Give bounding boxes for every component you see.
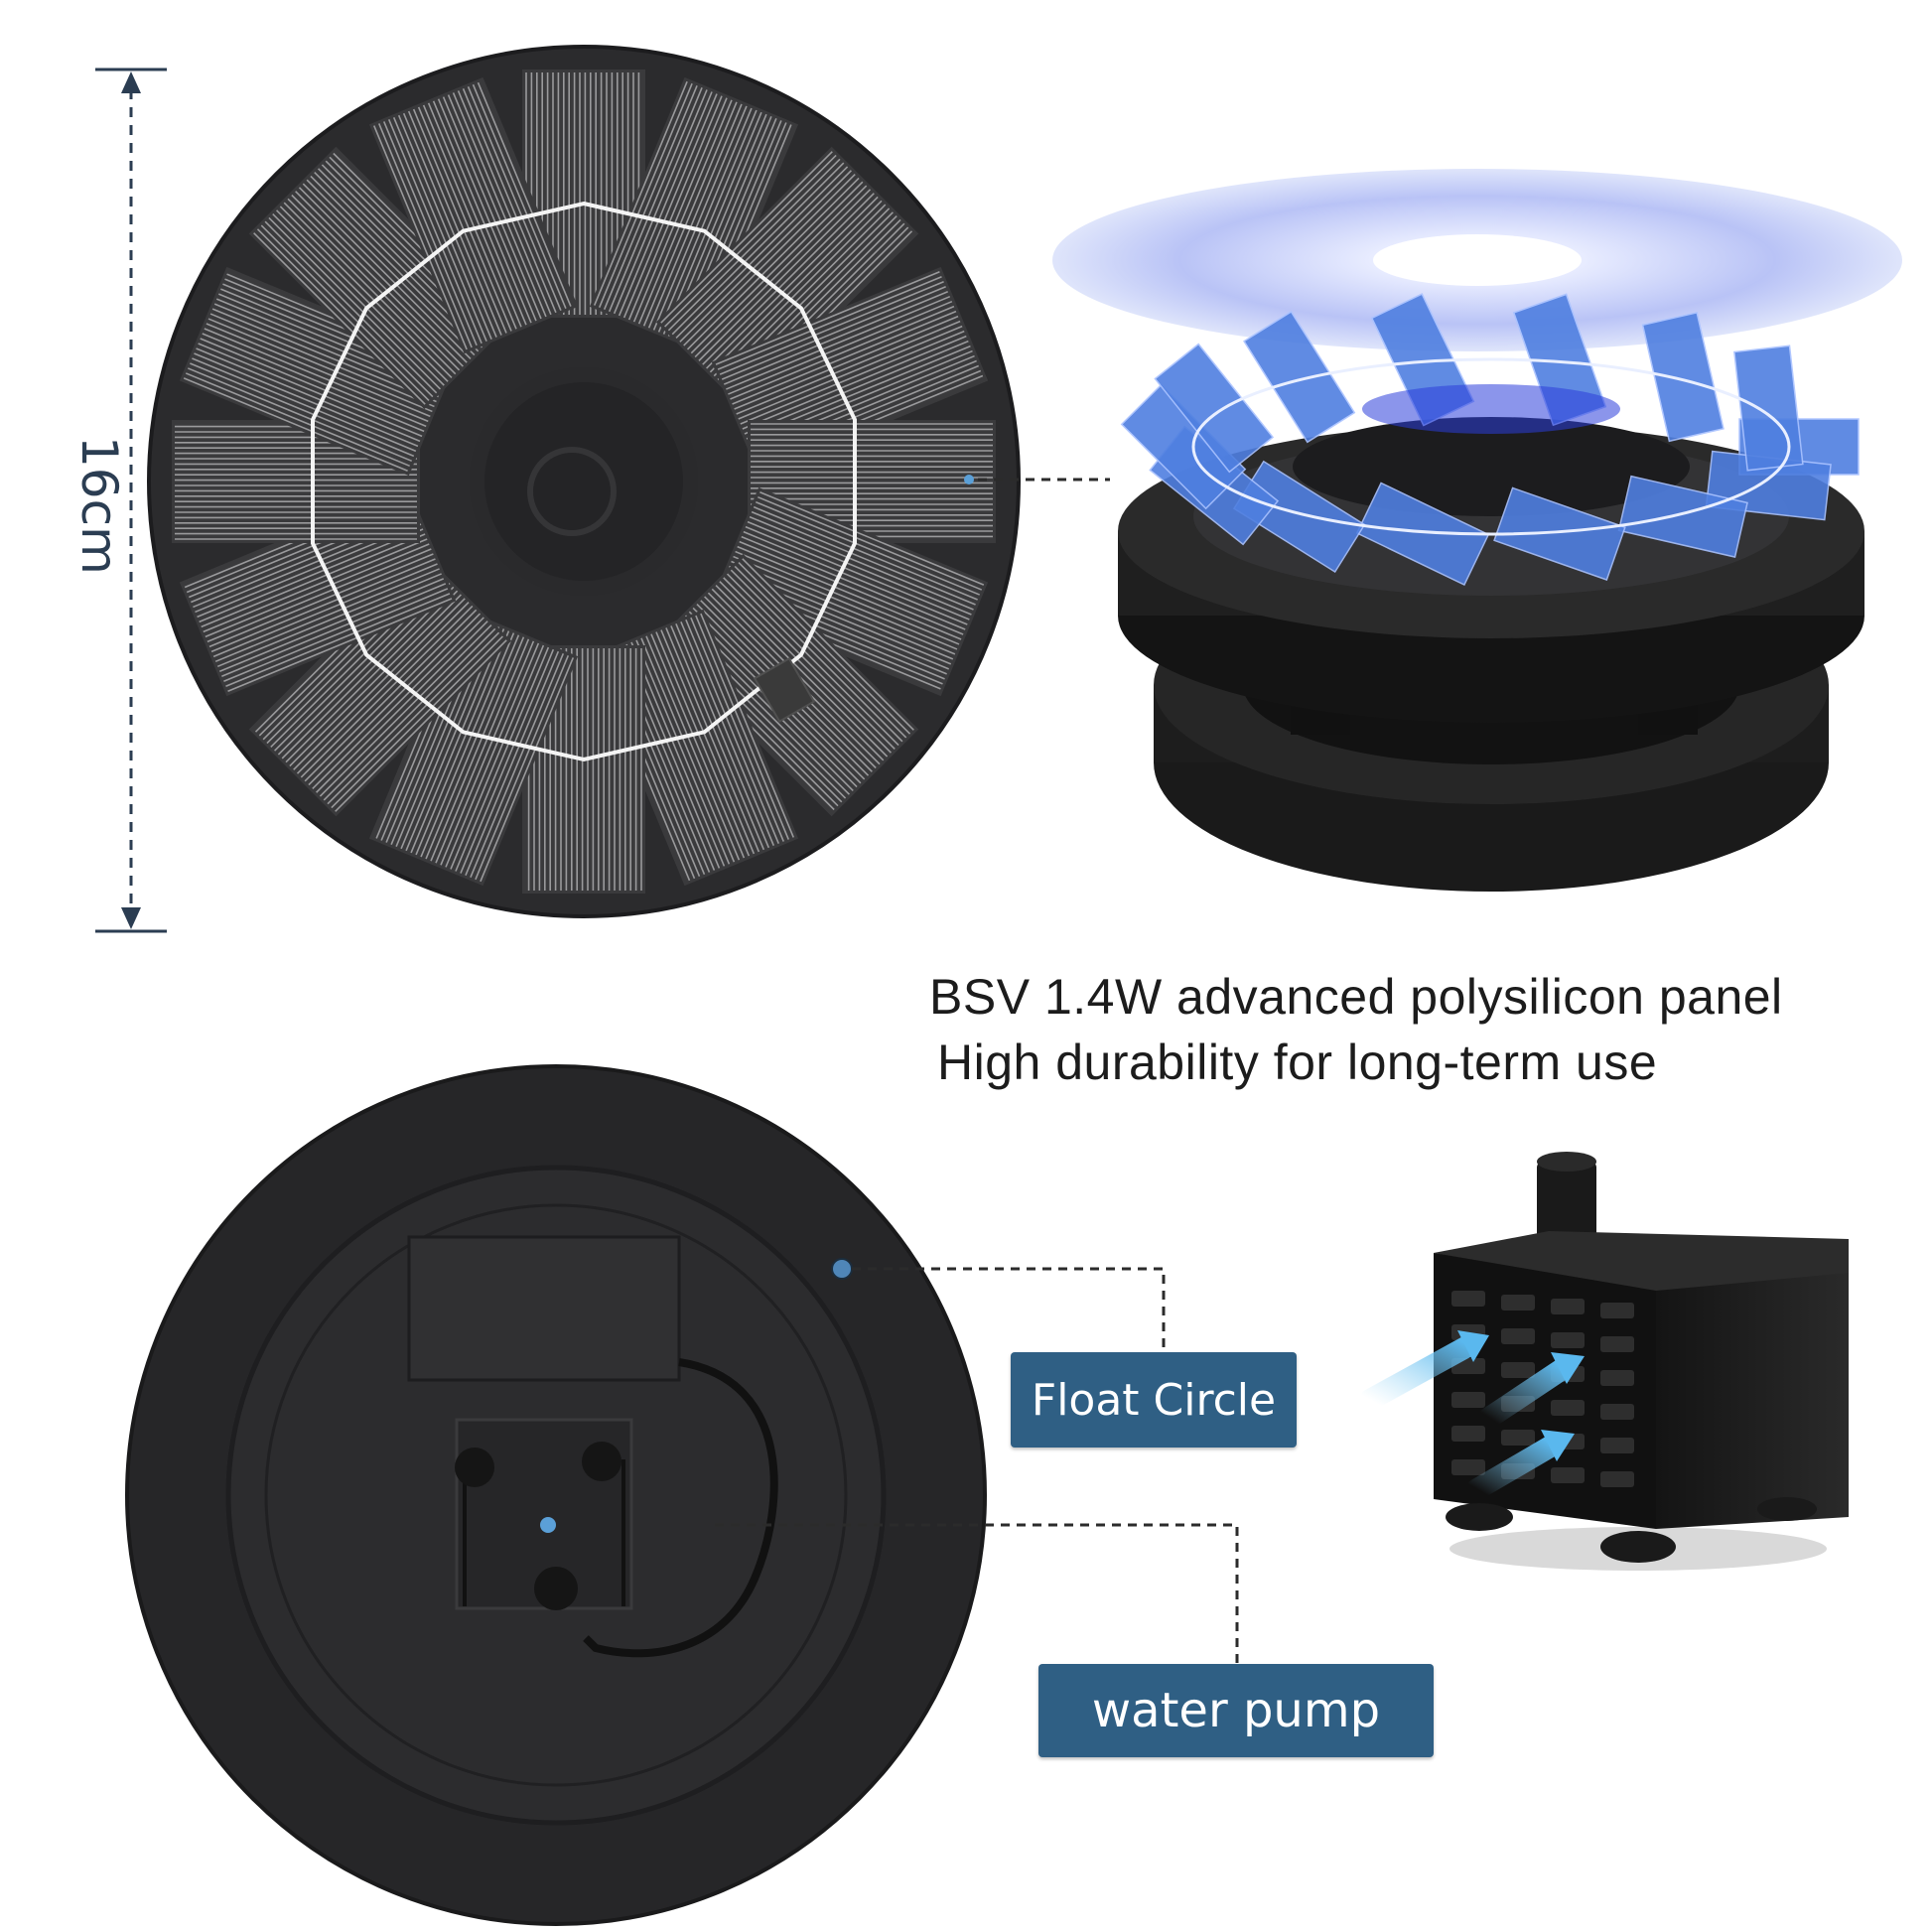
dimension-indicator (95, 68, 167, 933)
pump-grille-slot (1451, 1426, 1485, 1442)
float-circle-label-text: Float Circle (1031, 1374, 1277, 1426)
pump-grille-slot (1501, 1328, 1535, 1344)
pump-grille-slot (1600, 1336, 1634, 1352)
pump-grille-slot (1600, 1404, 1634, 1420)
pump-grille-slot (1451, 1459, 1485, 1475)
solar-cell (179, 266, 457, 477)
pump-grille-slot (1551, 1400, 1585, 1416)
pump-grille-slot (1451, 1291, 1485, 1307)
solar-panel-top-view (147, 45, 1110, 918)
headline-line-2: High durability for long-term use (937, 1035, 1658, 1090)
pump-grille-slot (1600, 1438, 1634, 1453)
water-pump-label-text: water pump (1091, 1683, 1381, 1738)
dimension-label: 16cm (70, 436, 128, 575)
solar-cell-blue (1733, 345, 1804, 472)
pump-grille-slot (1501, 1362, 1535, 1378)
solar-cell (248, 553, 512, 817)
pump-grille-slot (1501, 1295, 1535, 1311)
float-circle-bottom-view (125, 1064, 1239, 1926)
pump-grille-slot (1501, 1430, 1535, 1446)
water-pump-illustration (1359, 1152, 1849, 1571)
pump-grille-slot (1451, 1392, 1485, 1408)
float-circle-label: Float Circle (1011, 1352, 1297, 1448)
pump-grille-slot (1600, 1303, 1634, 1318)
solar-cell-blue (1641, 311, 1725, 443)
pump-grille-slot (1600, 1370, 1634, 1386)
solar-panel-exploded-view (1052, 169, 1902, 892)
water-pump-label: water pump (1038, 1664, 1434, 1757)
headline-line-1: BSV 1.4W advanced polysilicon panel (929, 969, 1783, 1025)
solar-cell-blue (1154, 343, 1275, 474)
solar-cell-blue (1493, 486, 1626, 581)
pump-grille-slot (1551, 1299, 1585, 1314)
pump-grille-slot (1551, 1332, 1585, 1348)
pump-grille-slot (1551, 1467, 1585, 1483)
solar-cell (368, 76, 579, 354)
solar-cell-blue (1617, 475, 1748, 558)
solar-cell-blue (1243, 310, 1356, 444)
solar-cell-blue (1355, 482, 1490, 586)
pump-grille-slot (1600, 1471, 1634, 1487)
